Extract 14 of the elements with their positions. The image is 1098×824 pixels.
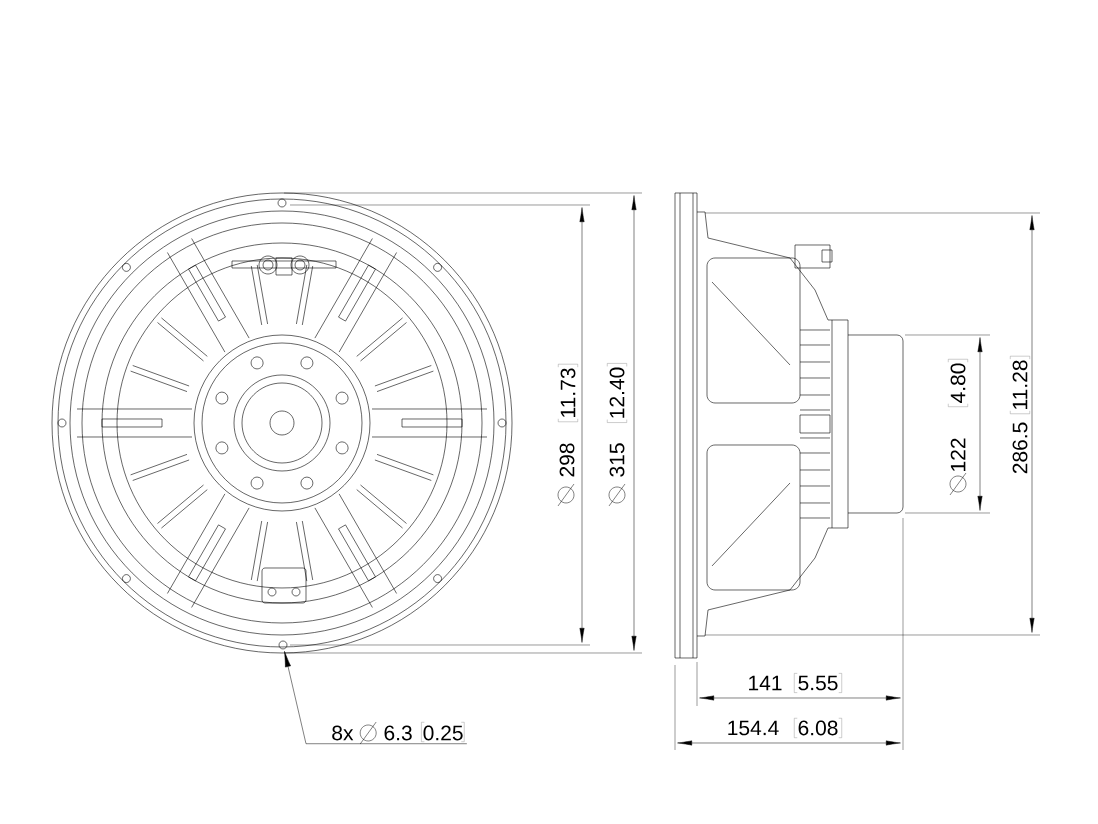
dimension-value: 298 — [559, 443, 575, 477]
dimension-value: 11.28 — [1012, 360, 1028, 409]
dimension-value: 6.08 — [798, 720, 838, 736]
dimension-value: 141 — [749, 675, 782, 691]
dimension-value: 122 — [950, 438, 966, 471]
dimension-value: 4.80 — [950, 363, 966, 403]
dimension-value: 315 — [609, 443, 625, 477]
dimension-value: 12.40 — [609, 367, 625, 418]
dimension-value: 286.5 — [1012, 422, 1028, 474]
dimension-value: 5.55 — [798, 675, 838, 691]
callout-text: 8x 6.3 0.25 — [332, 725, 463, 741]
dimension-value: 154.4 — [728, 720, 779, 736]
mounting-hole — [278, 640, 288, 650]
dimension-value: 11.73 — [560, 368, 576, 417]
